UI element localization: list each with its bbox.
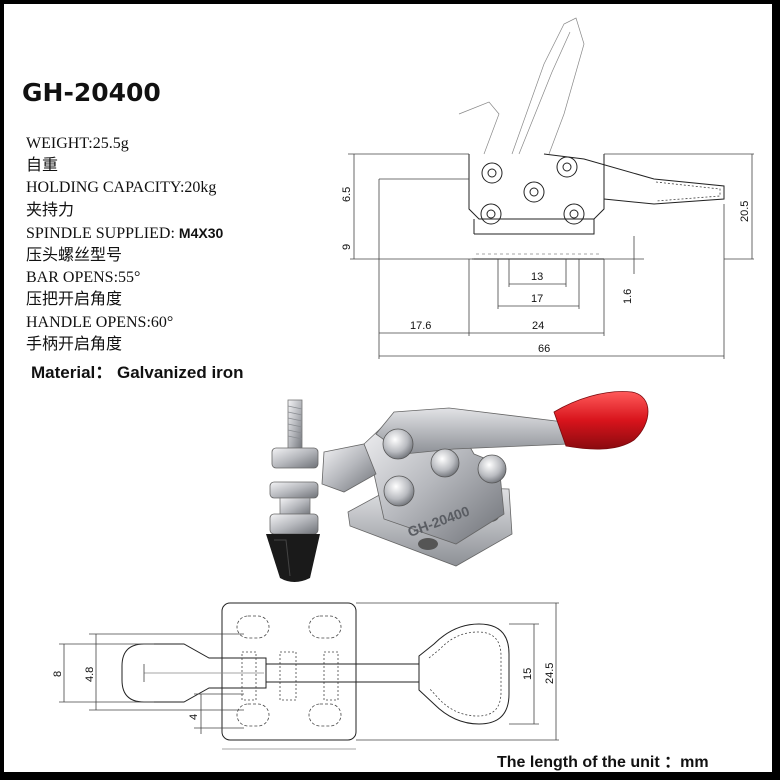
spec-holding-capacity: HOLDING CAPACITY:20kg	[26, 179, 217, 197]
technical-drawings: 6.5 9 13 17 1.6 17.6 24 66 20.5	[52, 17, 754, 750]
dim-15: 15	[522, 668, 534, 680]
dim-13: 13	[531, 271, 543, 283]
spec-spindle-value: M4X30	[178, 224, 224, 241]
product-photo: GH-20400	[266, 391, 649, 582]
unit-note: The length of the unit ：mm	[497, 754, 709, 771]
spec-holding-capacity-cn: 夹持力	[26, 201, 75, 219]
dim-9: 9	[341, 244, 353, 250]
dim-8: 8	[52, 671, 64, 677]
dim-20-5: 20.5	[739, 201, 751, 222]
spec-spindle-label: SPINDLE SUPPLIED:	[26, 224, 175, 242]
product-sheet: GH-20400 WEIGHT:25.5g 自重 HOLDING CAPACIT…	[4, 4, 772, 772]
spec-weight-cn: 自重	[26, 157, 59, 175]
dim-1-6: 1.6	[622, 289, 634, 304]
spec-bar-opens: BAR OPENS:55°	[26, 269, 141, 287]
spec-weight: WEIGHT:25.5g	[26, 135, 129, 152]
dim-6-5: 6.5	[341, 187, 353, 202]
spec-bar-opens-cn: 压把开启角度	[26, 291, 123, 309]
dim-24: 24	[532, 320, 544, 332]
top-view-drawing: 8 4.8 4 15 24.5	[52, 602, 559, 750]
dim-17-6: 17.6	[410, 320, 431, 332]
dim-24-5: 24.5	[544, 663, 556, 684]
dim-66: 66	[538, 343, 550, 355]
material-note: Material： Galvanized iron	[31, 363, 244, 382]
dim-4: 4	[188, 714, 200, 720]
spec-spindle-cn: 压头螺丝型号	[26, 247, 123, 265]
spec-list: WEIGHT:25.5g 自重 HOLDING CAPACITY:20kg 夹持…	[26, 133, 223, 356]
side-view-drawing: 6.5 9 13 17 1.6 17.6 24 66 20.5	[341, 17, 754, 359]
dim-4-8: 4.8	[84, 667, 96, 682]
spec-handle-opens-cn: 手柄开启角度	[26, 335, 123, 353]
spec-spindle: SPINDLE SUPPLIED: M4X30	[26, 222, 223, 245]
dim-17: 17	[531, 293, 543, 305]
model-title: GH-20400	[22, 78, 161, 107]
spec-handle-opens: HANDLE OPENS:60°	[26, 313, 174, 331]
